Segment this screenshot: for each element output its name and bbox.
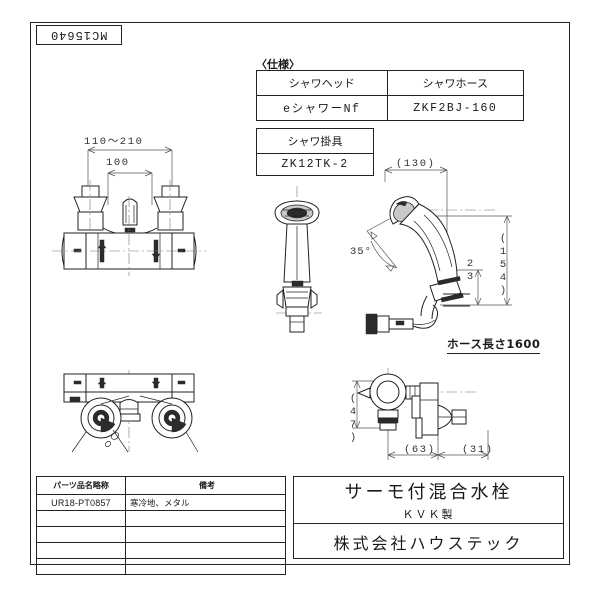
shower-head-front-view: [274, 186, 322, 333]
dim-spray-angle: 35°: [350, 246, 372, 258]
parts-cell-name: [36, 558, 126, 575]
parts-cell-remark: [125, 510, 286, 527]
hose-and-connector: [365, 304, 439, 335]
parts-table-row: [36, 558, 286, 575]
spec-table: シャワヘッド シャワホース eシャワーNf ZKF2BJ-160: [256, 70, 525, 121]
parts-cell-name: [36, 526, 126, 543]
parts-header-remark: 備考: [125, 476, 286, 495]
drawing-frame: [30, 22, 570, 565]
parts-cell-name: [36, 510, 126, 527]
dim-side-depth-1: (63): [404, 444, 436, 456]
spec-value-showerhead: eシャワーNf: [256, 95, 388, 121]
hanger-table: シャワ掛具 ZK12TK-2: [256, 128, 374, 176]
hose-length-note: ホース長さ1600: [447, 336, 541, 354]
parts-cell-name: UR18-PT0857: [36, 494, 126, 511]
hanger-table-header-row: シャワ掛具: [256, 128, 374, 154]
dim-head-length: (130): [396, 158, 436, 170]
spec-heading: 〈仕様〉: [256, 59, 300, 71]
company-name: 株式会社ハウステック: [333, 533, 524, 553]
parts-table-row: [36, 510, 286, 527]
title-block-product-section: サーモ付混合水栓 ＫＶＫ製: [294, 477, 563, 524]
shower-head-side-view: [366, 166, 512, 320]
drawing-number-tag: MC15640: [36, 25, 122, 45]
parts-table-row: [36, 526, 286, 543]
spec-table-value-row: eシャワーNf ZKF2BJ-160: [256, 95, 525, 121]
product-name: サーモ付混合水栓: [344, 482, 513, 503]
parts-header-name: パーツ品名略称: [36, 476, 126, 495]
spec-header-showerhead: シャワヘッド: [256, 70, 388, 96]
parts-table: パーツ品名略称 備考 UR18-PT0857 寒冷地、メタル: [36, 476, 286, 575]
dim-spread-range: 110～210: [84, 136, 144, 148]
front-view-mixer: [52, 146, 206, 276]
parts-table-header-row: パーツ品名略称 備考: [36, 476, 286, 495]
dim-side-height: (47): [347, 393, 359, 445]
spec-table-header-row: シャワヘッド シャワホース: [256, 70, 525, 96]
spec-value-showerhose: ZKF2BJ-160: [386, 95, 525, 121]
parts-cell-remark: [125, 526, 286, 543]
side-view-mixer: [352, 368, 489, 460]
parts-table-row: [36, 542, 286, 559]
parts-cell-remark: 寒冷地、メタル: [125, 494, 286, 511]
parts-cell-name: [36, 542, 126, 559]
maker-name: ＫＶＫ製: [402, 508, 455, 521]
parts-cell-remark: [125, 542, 286, 559]
dim-outlet-offset: 23: [464, 258, 476, 284]
dim-head-height: (154): [497, 233, 509, 298]
parts-table-row: UR18-PT0857 寒冷地、メタル: [36, 494, 286, 511]
title-block: サーモ付混合水栓 ＫＶＫ製 株式会社ハウステック: [293, 476, 564, 559]
hanger-table-value-row: ZK12TK-2: [256, 153, 374, 176]
hanger-value: ZK12TK-2: [256, 153, 374, 176]
plan-view-mixer: [63, 370, 199, 453]
dim-center-distance: 100: [106, 157, 130, 169]
parts-cell-remark: [125, 558, 286, 575]
dim-side-depth-2: (31): [462, 444, 494, 456]
hanger-header: シャワ掛具: [256, 128, 374, 154]
